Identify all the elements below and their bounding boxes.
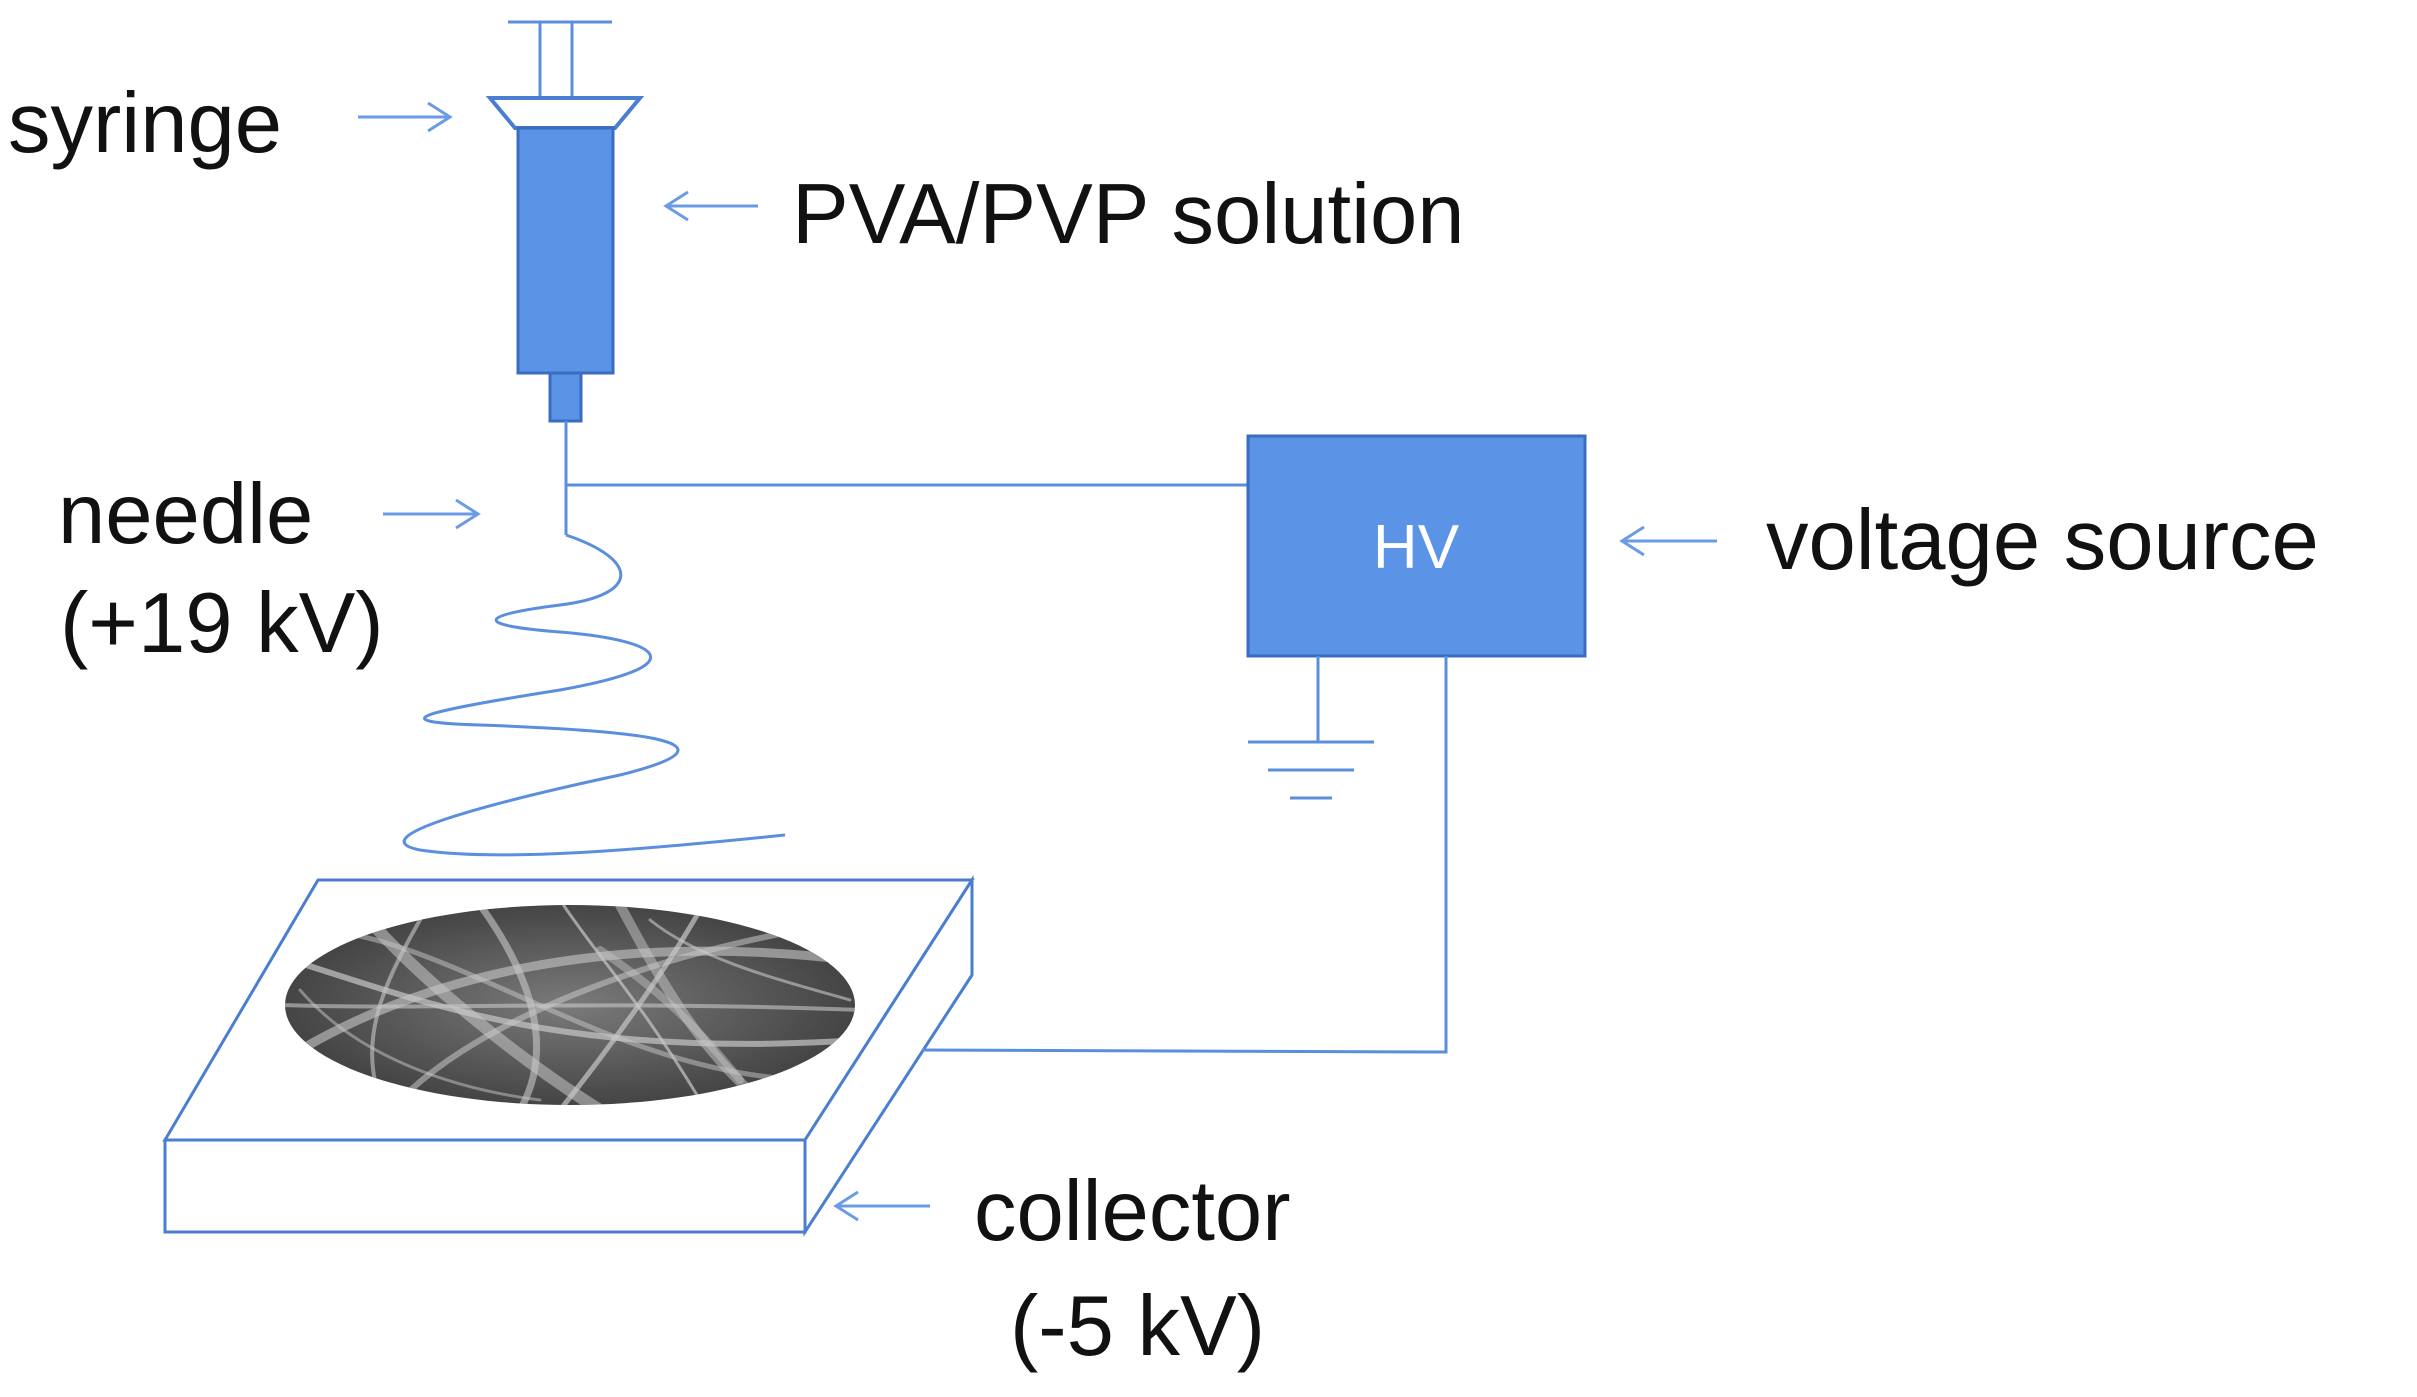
solution-label: PVA/PVP solution — [792, 167, 1465, 262]
nanofiber-mat-image — [285, 905, 855, 1105]
wire-hv-to-collector — [921, 656, 1448, 1054]
fiber-jet — [402, 533, 786, 857]
hv-label: HV — [1373, 513, 1460, 582]
voltage-source-arrow-icon — [1619, 525, 1717, 557]
needle-voltage-label: (+19 kV) — [60, 576, 384, 671]
syringe-label: syringe — [8, 76, 282, 171]
syringe-plunger — [485, 20, 645, 130]
hv-source-box — [1246, 434, 1587, 658]
collector-arrow-icon — [833, 1190, 930, 1222]
solution-arrow-icon — [663, 190, 758, 222]
needle-arrow-icon — [383, 498, 481, 530]
syringe-nozzle — [548, 371, 583, 423]
syringe-barrel — [516, 126, 615, 375]
syringe-arrow-icon — [358, 101, 453, 133]
needle-label: needle — [58, 467, 313, 562]
ground-symbol — [1248, 656, 1374, 800]
collector-voltage-label: (-5 kV) — [1010, 1279, 1265, 1374]
voltage-source-label: voltage source — [1766, 493, 2319, 588]
collector-label: collector — [974, 1164, 1291, 1259]
